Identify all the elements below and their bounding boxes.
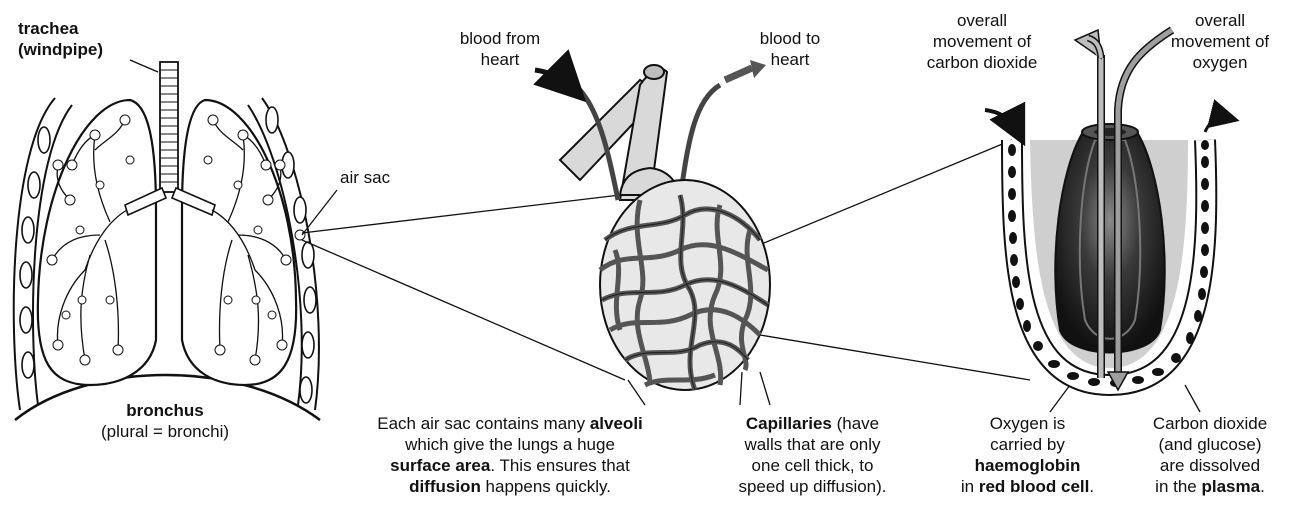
lungs-drawing bbox=[14, 62, 320, 420]
co2-movement-label: overall movement of carbon dioxide bbox=[912, 10, 1052, 73]
capillary-flow-in-icon bbox=[985, 110, 1018, 132]
oxygen-caption: Oxygen is carried by haemoglobin in red … bbox=[940, 413, 1115, 497]
flow-arrow-in-icon bbox=[535, 70, 572, 88]
trachea-label: trachea (windpipe) bbox=[18, 18, 103, 60]
bronchus-label: bronchus (plural = bronchi) bbox=[75, 400, 255, 442]
blood-to-heart-label: blood to heart bbox=[735, 28, 845, 70]
alveolus-cluster bbox=[535, 60, 770, 390]
red-blood-cell bbox=[1055, 132, 1164, 353]
capillary-section bbox=[985, 30, 1228, 390]
alveoli-caption: Each air sac contains many alveoli which… bbox=[335, 413, 685, 497]
capillary-flow-out-icon bbox=[1205, 118, 1228, 132]
air-sac-label: air sac bbox=[340, 167, 390, 188]
capillaries-caption: Capillaries (have walls that are only on… bbox=[705, 413, 920, 497]
blood-from-heart-label: blood from heart bbox=[440, 28, 560, 70]
co2-caption: Carbon dioxide (and glucose) are dissolv… bbox=[1130, 413, 1290, 497]
o2-movement-label: overall movement of oxygen bbox=[1160, 10, 1280, 73]
